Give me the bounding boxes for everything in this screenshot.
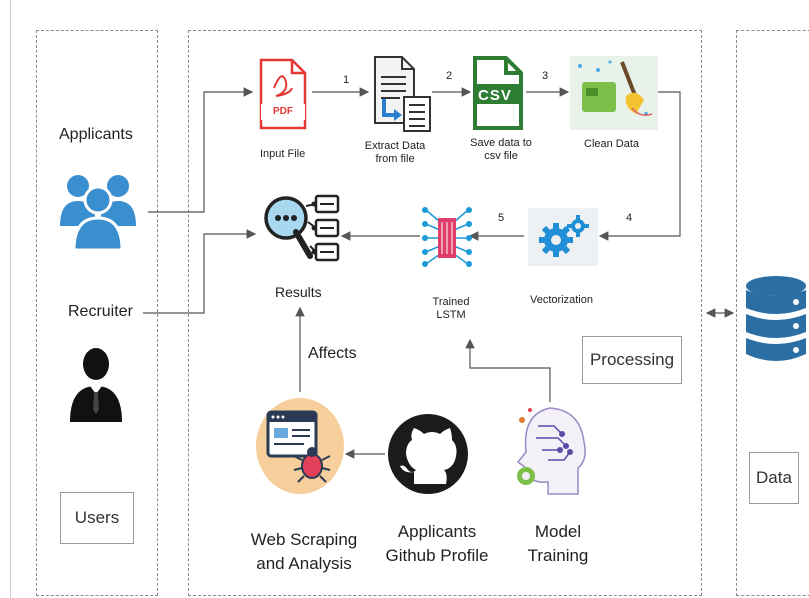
results-magnifier-icon xyxy=(264,194,340,262)
save-csv-label: Save data to csv file xyxy=(468,137,534,163)
extract-data-label: Extract Data from file xyxy=(360,140,430,166)
web-scraping-icon xyxy=(256,398,344,494)
web-label-line2: and Analysis xyxy=(256,554,352,573)
applicants-group-icon xyxy=(60,175,136,252)
github-logo-icon xyxy=(388,414,468,494)
step-number-5: 5 xyxy=(498,212,505,224)
step-number-4: 4 xyxy=(626,212,633,224)
github-label-line2: Github Profile xyxy=(385,546,489,565)
arrow-step-4 xyxy=(598,91,681,241)
extract-label-line2: from file xyxy=(375,153,415,165)
arrow-recruiter-to-results xyxy=(143,229,257,314)
web-label-line1: Web Scraping xyxy=(250,530,358,549)
github-label-line1: Applicants xyxy=(397,522,477,541)
pdf-badge-text: PDF xyxy=(273,106,293,117)
step-number-1: 1 xyxy=(343,74,350,86)
extract-document-icon xyxy=(374,56,431,132)
lstm-network-icon xyxy=(422,207,472,267)
pdf-file-icon xyxy=(259,58,307,130)
database-icon xyxy=(746,276,806,361)
left-edge-rule xyxy=(10,0,11,598)
arrow-training-to-lstm xyxy=(465,338,551,402)
model-training-label: Model Training xyxy=(518,520,598,568)
model-training-brain-icon xyxy=(516,407,586,495)
trained-label-line2: LSTM xyxy=(436,309,466,321)
clean-data-label: Clean Data xyxy=(584,138,640,150)
vectorization-gears-icon xyxy=(528,208,598,266)
clean-data-icon xyxy=(570,56,658,130)
recruiter-label: Recruiter xyxy=(68,303,133,320)
model-label-line1: Model xyxy=(534,522,582,541)
vectorization-label: Vectorization xyxy=(530,294,593,306)
save-label-line1: Save data to xyxy=(470,137,532,149)
step-number-3: 3 xyxy=(542,70,549,82)
model-label-line2: Training xyxy=(527,546,589,565)
processing-group-label: Processing xyxy=(582,336,682,384)
input-file-label: Input File xyxy=(260,148,306,160)
results-label: Results xyxy=(275,284,322,300)
csv-file-icon xyxy=(473,56,523,130)
recruiter-person-icon xyxy=(70,348,122,422)
users-group-label: Users xyxy=(60,492,134,544)
csv-badge-text: CSV xyxy=(478,87,512,104)
step-number-2: 2 xyxy=(446,70,453,82)
save-label-line2: csv file xyxy=(484,150,518,162)
trained-label-line1: Trained xyxy=(432,296,470,308)
trained-lstm-label: Trained LSTM xyxy=(428,296,474,322)
data-group-box xyxy=(736,30,809,596)
applicants-label: Applicants xyxy=(59,126,133,143)
web-scraping-label: Web Scraping and Analysis xyxy=(250,528,358,576)
extract-label-line1: Extract Data xyxy=(364,140,426,152)
github-profile-label: Applicants Github Profile xyxy=(384,520,490,568)
arrow-applicants-to-input xyxy=(148,87,254,213)
affects-label: Affects xyxy=(308,345,357,362)
data-group-label: Data xyxy=(749,452,799,504)
